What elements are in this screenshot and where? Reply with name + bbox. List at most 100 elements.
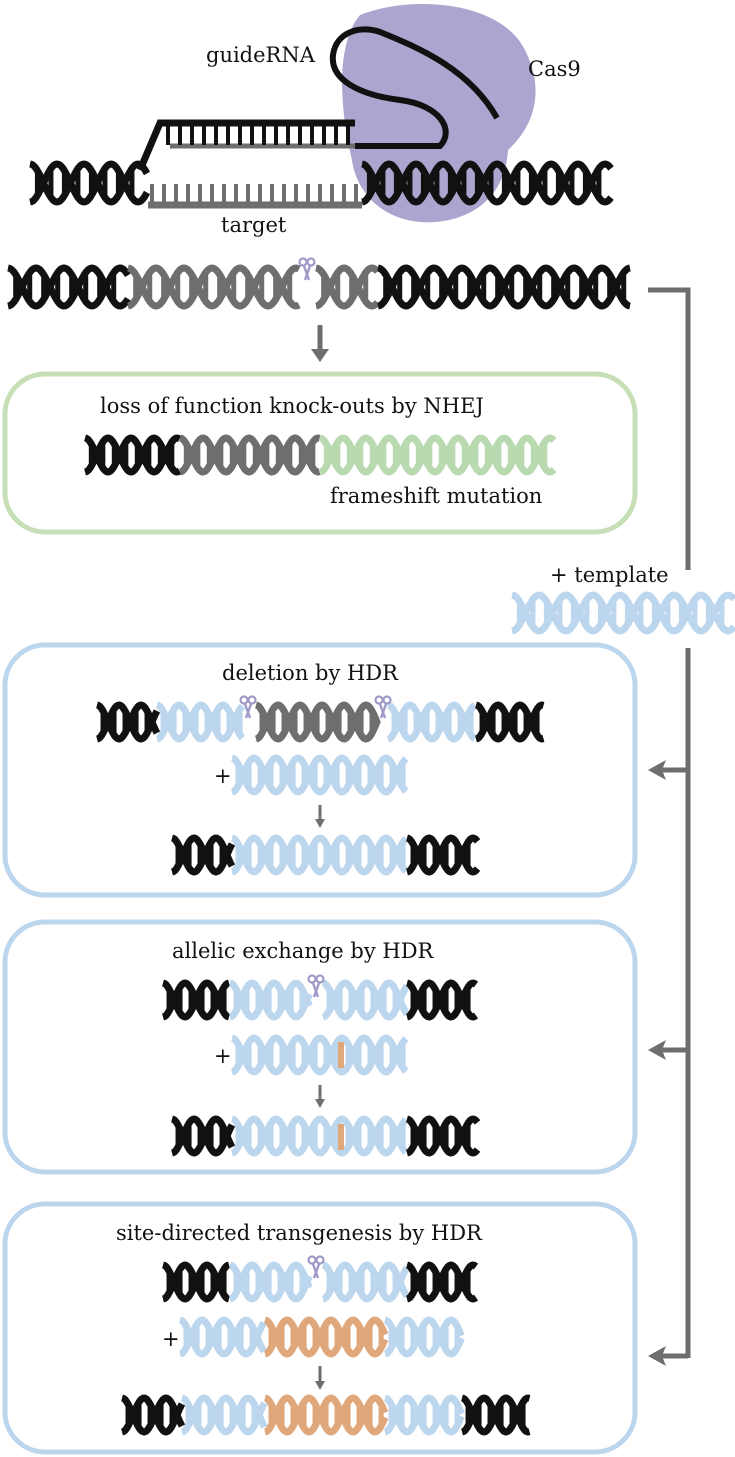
dna-helix-genomic — [360, 160, 614, 206]
helix-strand — [228, 979, 313, 1021]
helix-strand — [170, 834, 236, 876]
scissors-icon — [374, 695, 392, 719]
helix-strand — [230, 1115, 409, 1157]
dna-helix-genomic — [6, 264, 131, 310]
scissors-blade — [312, 982, 321, 998]
dna-helix-genomic — [405, 1115, 481, 1157]
helix-strand — [376, 264, 632, 310]
down-arrow-icon — [648, 1040, 688, 1060]
down-arrow-icon — [648, 760, 688, 780]
helix-strand — [321, 979, 410, 1021]
helix-strand — [228, 1261, 313, 1303]
helix-strand — [386, 701, 477, 743]
deletion-title: deletion by HDR — [222, 661, 399, 685]
helix-strand — [170, 1115, 236, 1157]
dna-helix-genomic — [460, 1394, 532, 1436]
deletion-plus: + — [214, 764, 232, 788]
dna-helix-genomic — [28, 160, 151, 206]
scissors-handle — [239, 695, 249, 705]
scissors-handle — [247, 695, 257, 705]
arrow-head — [648, 760, 666, 780]
helix-strand — [228, 1261, 313, 1303]
dna-helix-genomic — [120, 1394, 186, 1436]
helix-strand — [126, 264, 301, 310]
scissors-handle — [306, 257, 316, 267]
scissors-blade — [379, 703, 388, 719]
template-flow-connector — [648, 287, 691, 570]
helix-strand — [321, 1261, 410, 1303]
dna-helix-genomic — [405, 1261, 479, 1303]
scissors-handle — [374, 695, 384, 705]
helix-strand — [95, 701, 161, 743]
down-arrow-icon — [311, 325, 329, 362]
dna-helix-genomic — [161, 1261, 231, 1303]
dna-helix-insert — [263, 1394, 389, 1436]
down-arrow-icon — [315, 1085, 325, 1108]
nhej-caption: frameshift mutation — [330, 484, 542, 508]
dna-helix-target — [254, 701, 381, 743]
template-label: + template — [550, 563, 669, 587]
helix-strand — [230, 754, 409, 796]
helix-strand — [254, 701, 381, 743]
dna-helix-template — [178, 1316, 267, 1358]
dna-helix-template — [383, 1316, 465, 1358]
helix-strand — [178, 1316, 267, 1358]
helix-strand — [383, 1394, 465, 1436]
dna-helix-edited — [318, 434, 557, 476]
scissors-icon — [239, 695, 257, 719]
helix-strand — [126, 264, 301, 310]
scissors-icon — [307, 1255, 325, 1279]
helix-strand — [314, 264, 381, 310]
scissors-handle — [315, 1255, 325, 1265]
helix-strand — [120, 1394, 186, 1436]
scissors-handle — [382, 695, 392, 705]
arrow-head — [315, 1381, 325, 1390]
dna-helix-target — [126, 264, 301, 310]
dna-helix-genomic — [474, 701, 546, 743]
helix-strand — [28, 160, 151, 206]
dna-helix-genomic — [376, 264, 632, 310]
dna-helix-template — [228, 979, 313, 1021]
helix-strand — [474, 701, 546, 743]
helix-strand — [180, 1394, 268, 1436]
transgenesis-title: site-directed transgenesis by HDR — [116, 1221, 483, 1245]
helix-strand — [405, 1115, 481, 1157]
helix-strand — [230, 754, 409, 796]
arrow-head — [315, 819, 325, 828]
helix-strand — [263, 1316, 389, 1358]
dna-helix-genomic — [170, 834, 236, 876]
dna-helix-template — [383, 1394, 465, 1436]
scissors-blade — [303, 265, 312, 281]
helix-strand — [318, 434, 557, 476]
scissors-blade — [244, 703, 253, 719]
helix-strand — [510, 591, 735, 635]
transgenesis-plus: + — [162, 1327, 180, 1351]
guide-rna-label: guideRNA — [206, 43, 316, 67]
helix-strand — [6, 264, 131, 310]
dna-helix-template — [321, 1261, 410, 1303]
helix-strand — [405, 1261, 479, 1303]
helix-strand — [386, 701, 477, 743]
scissors-handle — [298, 257, 308, 267]
arrow-head — [648, 1040, 666, 1060]
scissors-blade — [312, 1263, 321, 1279]
down-arrow-icon — [315, 805, 325, 828]
helix-strand — [230, 1034, 409, 1076]
helix-strand — [405, 834, 481, 876]
helix-strand — [178, 1316, 267, 1358]
helix-strand — [360, 160, 614, 206]
helix-strand — [460, 1394, 532, 1436]
scissors-handle — [315, 974, 325, 984]
dna-helix-template — [321, 979, 410, 1021]
dna-helix-target — [314, 264, 381, 310]
dna-helix-template — [155, 701, 246, 743]
dna-helix-genomic — [83, 434, 182, 476]
target-strand — [148, 184, 362, 209]
helix-strand — [6, 264, 131, 310]
helix-strand — [28, 160, 151, 206]
helix-strand — [155, 701, 246, 743]
helix-strand — [321, 1261, 410, 1303]
scissors-handle — [307, 974, 317, 984]
allelic-plus: + — [214, 1044, 232, 1068]
